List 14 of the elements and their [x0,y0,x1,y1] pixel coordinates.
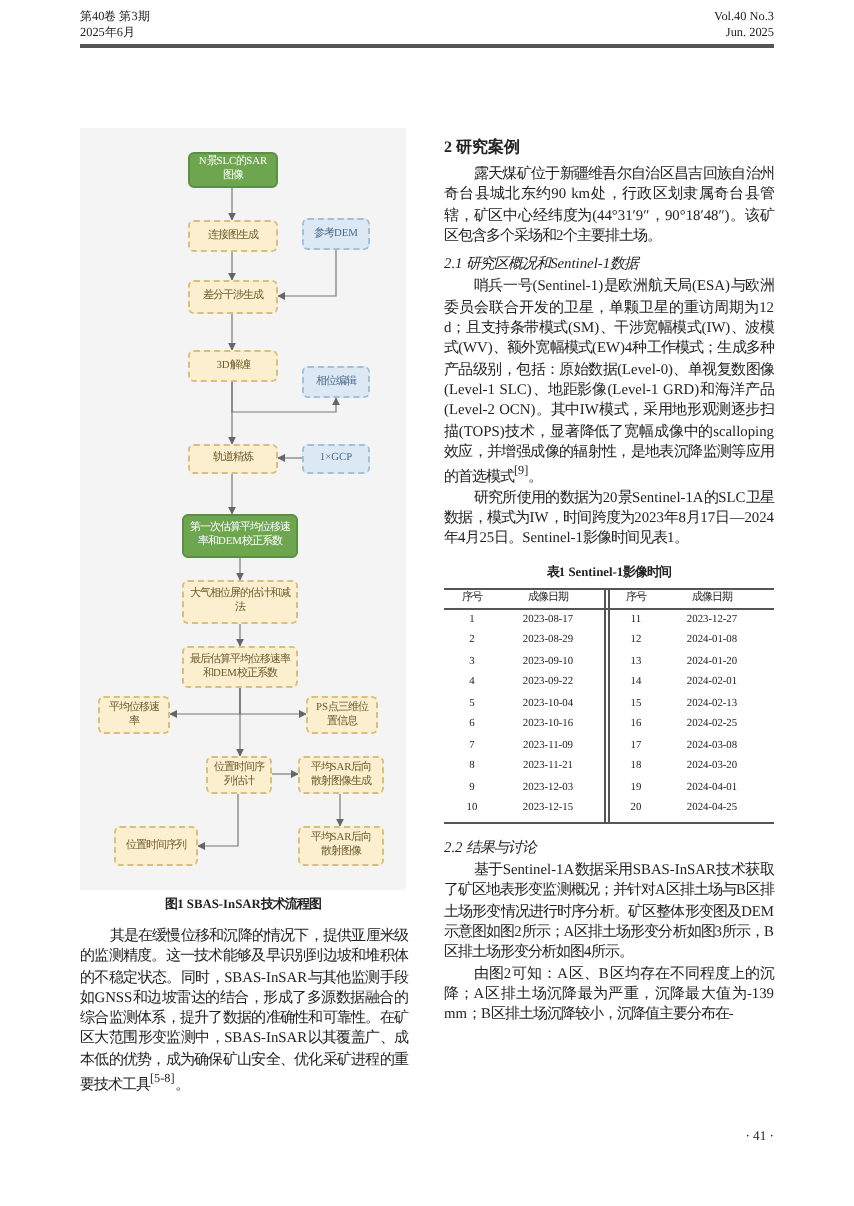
arrow [228,381,236,445]
arrow [228,251,236,281]
arrow [236,687,244,757]
arrow [236,623,244,647]
section-heading: 2 研究案例 [444,138,522,158]
arrow [236,557,244,581]
arrow [277,249,337,300]
arrow [228,187,236,221]
arrow [336,793,344,827]
arrow [271,770,299,778]
arrow [277,454,303,462]
arrow [228,473,236,515]
arrow [228,313,236,351]
arrow [197,793,239,850]
